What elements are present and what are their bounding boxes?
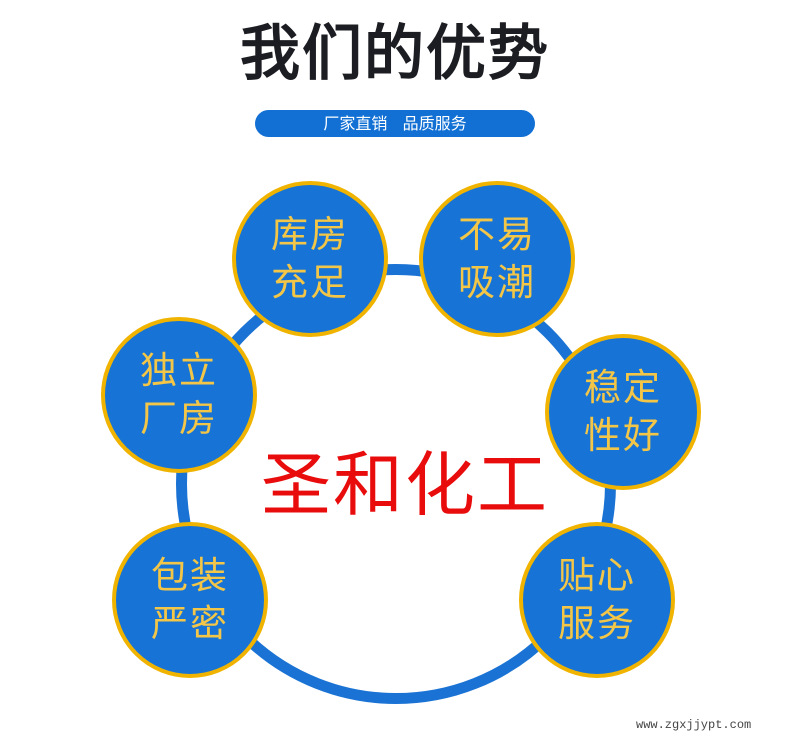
advantage-circle-packaging: 包装 严密 bbox=[112, 522, 268, 678]
advantage-text: 充足 bbox=[271, 261, 349, 304]
advantage-circle-moisture: 不易 吸潮 bbox=[419, 181, 575, 337]
subtitle-banner: 厂家直销 品质服务 bbox=[255, 110, 535, 137]
advantage-text: 厂房 bbox=[140, 397, 218, 440]
advantage-circle-storage: 库房 充足 bbox=[232, 181, 388, 337]
advantage-text: 性好 bbox=[584, 414, 662, 457]
advantage-text: 严密 bbox=[151, 602, 229, 645]
advantage-text: 库房 bbox=[271, 213, 349, 256]
advantage-text: 不易 bbox=[458, 213, 536, 256]
advantage-circle-service: 贴心 服务 bbox=[519, 522, 675, 678]
advantage-text: 独立 bbox=[140, 349, 218, 392]
advantage-text: 吸潮 bbox=[458, 261, 536, 304]
page-title: 我们的优势 bbox=[240, 19, 550, 89]
watermark: www.zgxjjypt.com bbox=[636, 718, 752, 732]
advantage-circle-stability: 稳定 性好 bbox=[545, 334, 701, 490]
advantage-text: 贴心 bbox=[558, 554, 636, 597]
company-name: 圣和化工 bbox=[261, 444, 549, 526]
advantage-text: 稳定 bbox=[584, 366, 662, 409]
advantage-text: 服务 bbox=[558, 602, 636, 645]
advantage-text: 包装 bbox=[151, 554, 229, 597]
advantage-circle-factory: 独立 厂房 bbox=[101, 317, 257, 473]
